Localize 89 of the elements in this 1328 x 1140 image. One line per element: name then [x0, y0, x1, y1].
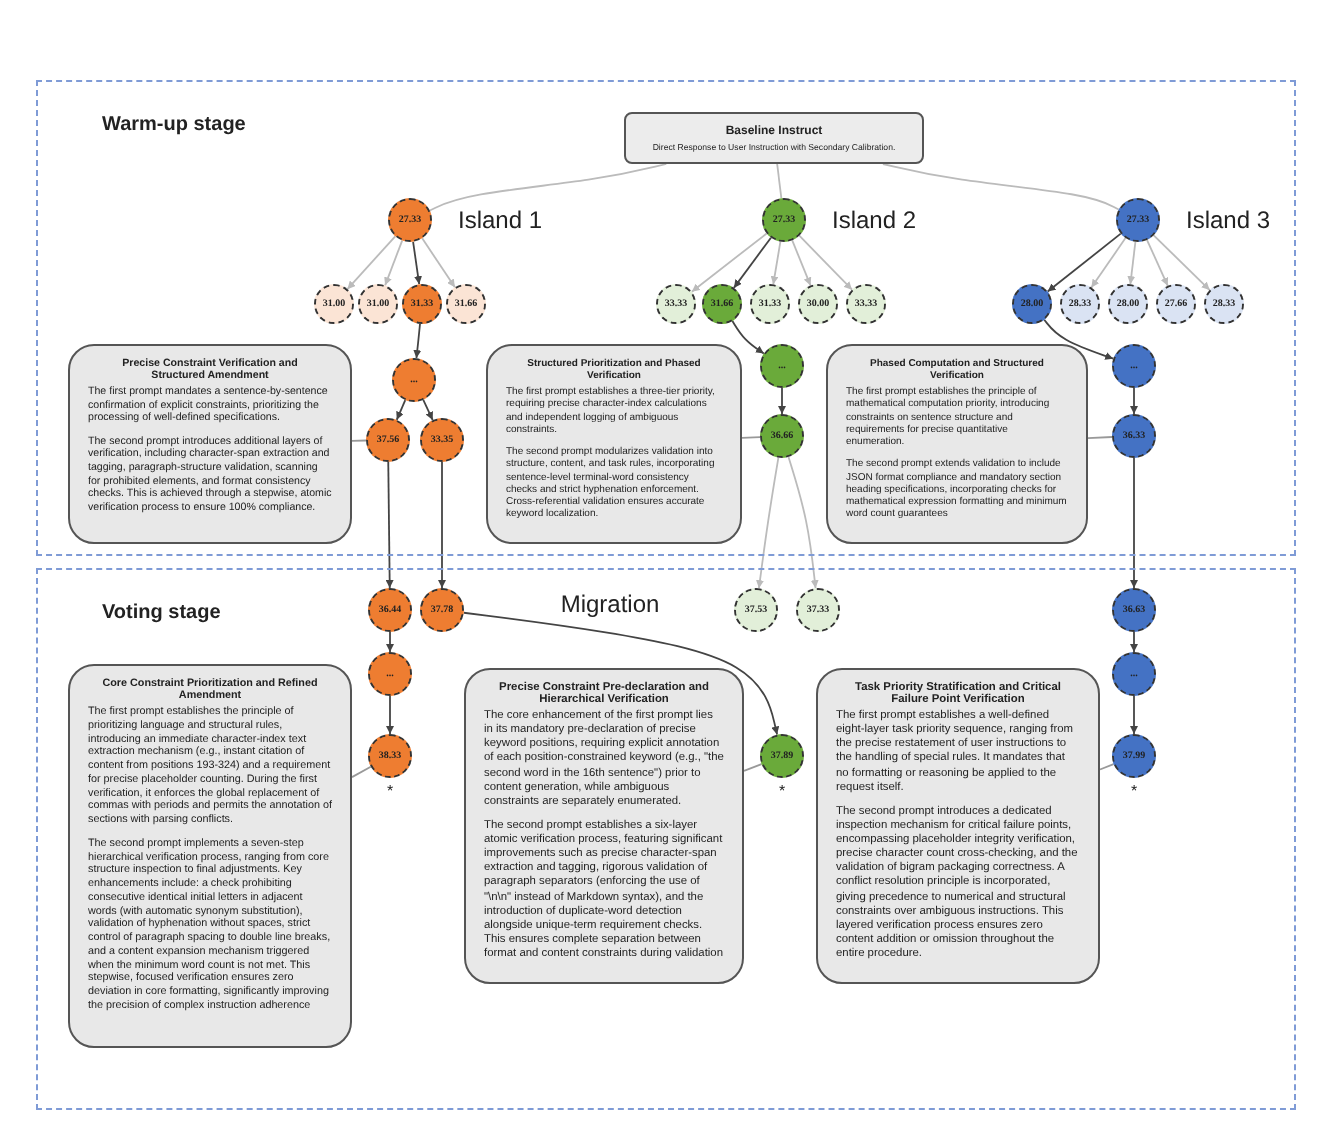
score-circle [1012, 284, 1052, 324]
description-card [826, 344, 1088, 544]
score-circle [446, 284, 486, 324]
score-circle [702, 284, 742, 324]
connector-line [776, 163, 783, 200]
arrow [386, 631, 394, 653]
score-circle [1156, 284, 1196, 324]
score-circle [750, 284, 790, 324]
arrow [1046, 232, 1122, 293]
arrow [1130, 457, 1138, 589]
connector-line [351, 765, 372, 778]
arrow [1043, 318, 1115, 360]
arrow [1090, 237, 1127, 289]
arrow [733, 236, 772, 289]
description-card [68, 344, 352, 544]
score-circle [1060, 284, 1100, 324]
connector-line [741, 436, 761, 439]
arrow [1130, 695, 1138, 735]
score-circle [314, 284, 354, 324]
connector-line [882, 163, 1120, 211]
connector-line [351, 439, 367, 442]
score-circle [368, 734, 412, 778]
score-circle [1112, 414, 1156, 458]
score-circle [366, 418, 410, 462]
instruction-box [624, 112, 924, 164]
score-circle [760, 344, 804, 388]
arrow [778, 387, 786, 415]
arrow [386, 695, 394, 735]
score-circle [358, 284, 398, 324]
arrow [413, 323, 422, 360]
arrow [787, 456, 819, 590]
arrow [756, 456, 780, 590]
description-card [816, 668, 1100, 984]
score-circle [760, 734, 804, 778]
stage-panel [36, 80, 1296, 556]
arrow [1127, 240, 1137, 286]
arrow [346, 235, 397, 291]
stage-heading: Voting stage [102, 602, 221, 624]
arrow [731, 320, 765, 355]
score-circle [368, 588, 412, 632]
connector-line [1099, 763, 1115, 771]
connector-line [428, 163, 668, 212]
connector-line [1087, 436, 1113, 439]
arrow [798, 234, 853, 291]
stage-panel [36, 568, 1296, 1110]
score-circle [1108, 284, 1148, 324]
arrow [385, 461, 394, 589]
asterisk-mark: * [386, 784, 394, 800]
description-card [464, 668, 744, 984]
score-circle [656, 284, 696, 324]
arrow [412, 240, 422, 286]
asterisk-mark: * [778, 784, 786, 800]
description-card [486, 344, 742, 544]
stage-heading: Warm-up stage [102, 114, 246, 136]
arrow [421, 237, 456, 289]
arrow [791, 239, 812, 287]
score-circle [420, 418, 464, 462]
arrow [1152, 234, 1211, 291]
score-circle [368, 652, 412, 696]
edge-label: Migration [556, 590, 664, 618]
description-card [68, 664, 352, 1048]
score-circle [796, 588, 840, 632]
arrow [438, 461, 446, 589]
score-circle [846, 284, 886, 324]
island-label: Island 1 [458, 206, 543, 234]
score-circle [1112, 344, 1156, 388]
score-circle [734, 588, 778, 632]
connector-line [743, 763, 763, 772]
arrow [422, 399, 434, 421]
arrow [1130, 387, 1138, 415]
score-circle [1112, 734, 1156, 778]
score-circle [1204, 284, 1244, 324]
score-circle [798, 284, 838, 324]
island-label: Island 2 [832, 206, 917, 234]
asterisk-mark: * [1130, 784, 1138, 800]
arrow [770, 240, 782, 286]
arrow [690, 232, 768, 293]
score-circle [1112, 652, 1156, 696]
score-circle [402, 284, 442, 324]
island-label: Island 3 [1186, 206, 1271, 234]
arrow [384, 239, 404, 287]
arrow [1146, 239, 1169, 287]
arrow [1130, 631, 1138, 653]
score-circle [1112, 588, 1156, 632]
score-circle [420, 588, 464, 632]
arrow [395, 399, 407, 421]
score-circle [392, 358, 436, 402]
score-circle [760, 414, 804, 458]
arrow [462, 611, 780, 736]
